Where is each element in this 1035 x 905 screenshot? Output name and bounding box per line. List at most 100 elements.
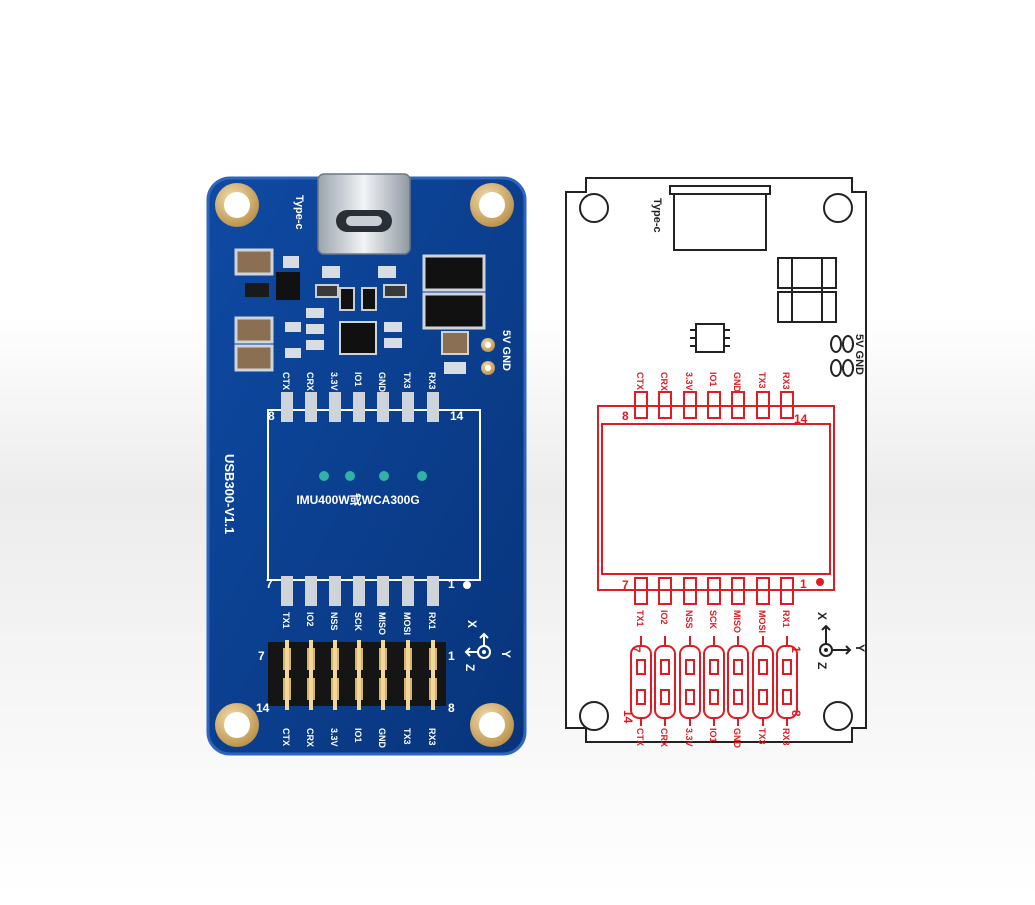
board-header-label-crx: CRX [305, 728, 315, 747]
diagram-header-label-gnd: GND [732, 728, 742, 749]
board-pin-14: 14 [450, 409, 464, 423]
board-bottom-pin-mosi: MOSI [402, 612, 412, 635]
diagram-header-label-ctx: CTX [635, 728, 645, 746]
diagram-bottom-pad [780, 577, 794, 605]
board-header-label-ctx: CTX [281, 728, 291, 746]
diagram-power-label: 5V GND [853, 334, 865, 375]
board-header-14: 14 [256, 701, 270, 715]
diagram-pin-7: 7 [622, 578, 629, 592]
board-header-label-3-3v: 3.3V [329, 728, 339, 747]
diagram-top-pad [658, 391, 672, 419]
board-bottom-pad [427, 576, 439, 606]
board-bottom-pin-nss: NSS [329, 612, 339, 631]
diagram-header-pin [660, 689, 670, 705]
board-header-label-rx3: RX3 [427, 728, 437, 746]
board-header-label-gnd: GND [377, 728, 387, 749]
diagram-usb-label: Type-c [651, 198, 663, 233]
board-axis-icon [464, 632, 491, 659]
diagram-header-14: 14 [621, 710, 635, 724]
board-axis-x: X [465, 620, 479, 628]
header-pin-shaft [357, 640, 361, 710]
diagram-power-pads [830, 335, 854, 377]
diagram-top-pad [756, 391, 770, 419]
diagram-module-outline [597, 405, 835, 591]
diagram-header-label-3-3v: 3.3V [684, 728, 694, 747]
header-pin-shaft [381, 640, 385, 710]
board-bottom-pad [402, 576, 414, 606]
diagram-bottom-pad [707, 577, 721, 605]
header-pin-shaft [431, 640, 435, 710]
diagram-header-label-tx3: TX3 [757, 728, 767, 745]
board-top-pin-io1: IO1 [353, 372, 363, 387]
diagram-bottom-pad [683, 577, 697, 605]
diagram-top-pad [683, 391, 697, 419]
diagram-header-1: 1 [789, 646, 803, 653]
diagram-top-pad [634, 391, 648, 419]
diagram-top-pin-3-3v: 3.3V [684, 372, 694, 391]
board-header-label-tx3: TX3 [402, 728, 412, 745]
diagram-top-pin-io1: IO1 [708, 372, 718, 387]
board-pin-7: 7 [266, 577, 273, 591]
board-bottom-pin-rx1: RX1 [427, 612, 437, 630]
diagram-top-pin-crx: CRX [659, 372, 669, 391]
board-axis-z: Z [463, 664, 477, 671]
board-bottom-pad [305, 576, 317, 606]
diagram-header-pin [709, 659, 719, 675]
diagram-pin-1: 1 [800, 577, 807, 591]
board-bottom-pin-tx1: TX1 [281, 612, 291, 629]
board-version-label: USB300-V1.1 [222, 454, 237, 534]
diagram-mounting-holes [579, 193, 853, 731]
board-module-label: IMU400W或WCA300G [296, 492, 419, 507]
diagram-top-pad [707, 391, 721, 419]
header-pin-shaft [309, 640, 313, 710]
diagram-header-pin [758, 659, 768, 675]
header-pin-shaft [285, 640, 289, 710]
board-power-label: 5V GND [500, 330, 512, 371]
diagram-bottom-pad [731, 577, 745, 605]
diagram-top-pad [780, 391, 794, 419]
diagram-bottom-pad [634, 577, 648, 605]
diagram-header-pin [733, 659, 743, 675]
diagram-header-label-crx: CRX [659, 728, 669, 747]
board-header-label-io1: IO1 [353, 728, 363, 743]
diagram-top-pin-rx3: RX3 [781, 372, 791, 390]
diagram-header-pin [636, 659, 646, 675]
board-bottom-pad [329, 576, 341, 606]
diagram-bottom-pin-io2: IO2 [659, 610, 669, 625]
board-bottom-pad [353, 576, 365, 606]
board-module-outline [267, 409, 481, 589]
diagram-header-pin [709, 689, 719, 705]
diagram-header-pin [685, 689, 695, 705]
usb-c-connector [317, 173, 411, 255]
pcb-board: Type-c [206, 173, 527, 756]
diagram-header-7: 7 [629, 646, 643, 653]
board-header-8: 8 [448, 701, 455, 715]
diagram-axis-x: X [815, 612, 829, 620]
diagram-bottom-pin-sck: SCK [708, 610, 718, 630]
board-header-label-row: CTX CRX 3.3V IO1 GND TX3 RX3 [281, 728, 437, 749]
diagram-top-pin-gnd: GND [732, 372, 742, 393]
diagram-chip-icon [690, 323, 730, 353]
board-top-pin-tx3: TX3 [402, 372, 412, 389]
diagram-axis-y: Y [853, 644, 867, 652]
board-top-pin-rx3: RX3 [427, 372, 437, 390]
diagram-bottom-pin-rx1: RX1 [781, 610, 791, 628]
diagram-pin-14: 14 [794, 412, 808, 426]
diagram-bottom-pin-mosi: MOSI [757, 610, 767, 633]
board-top-pin-crx: CRX [305, 372, 315, 391]
mounting-holes [215, 183, 514, 747]
board-top-pad [353, 392, 365, 422]
board-top-pin-3-3v: 3.3V [329, 372, 339, 391]
diagram-bottom-pad [756, 577, 770, 605]
diagram-axis-icon [819, 624, 852, 657]
header-pin-shaft [333, 640, 337, 710]
board-top-pad [427, 392, 439, 422]
board-header-7: 7 [258, 649, 265, 663]
board-top-pin-ctx: CTX [281, 372, 291, 390]
